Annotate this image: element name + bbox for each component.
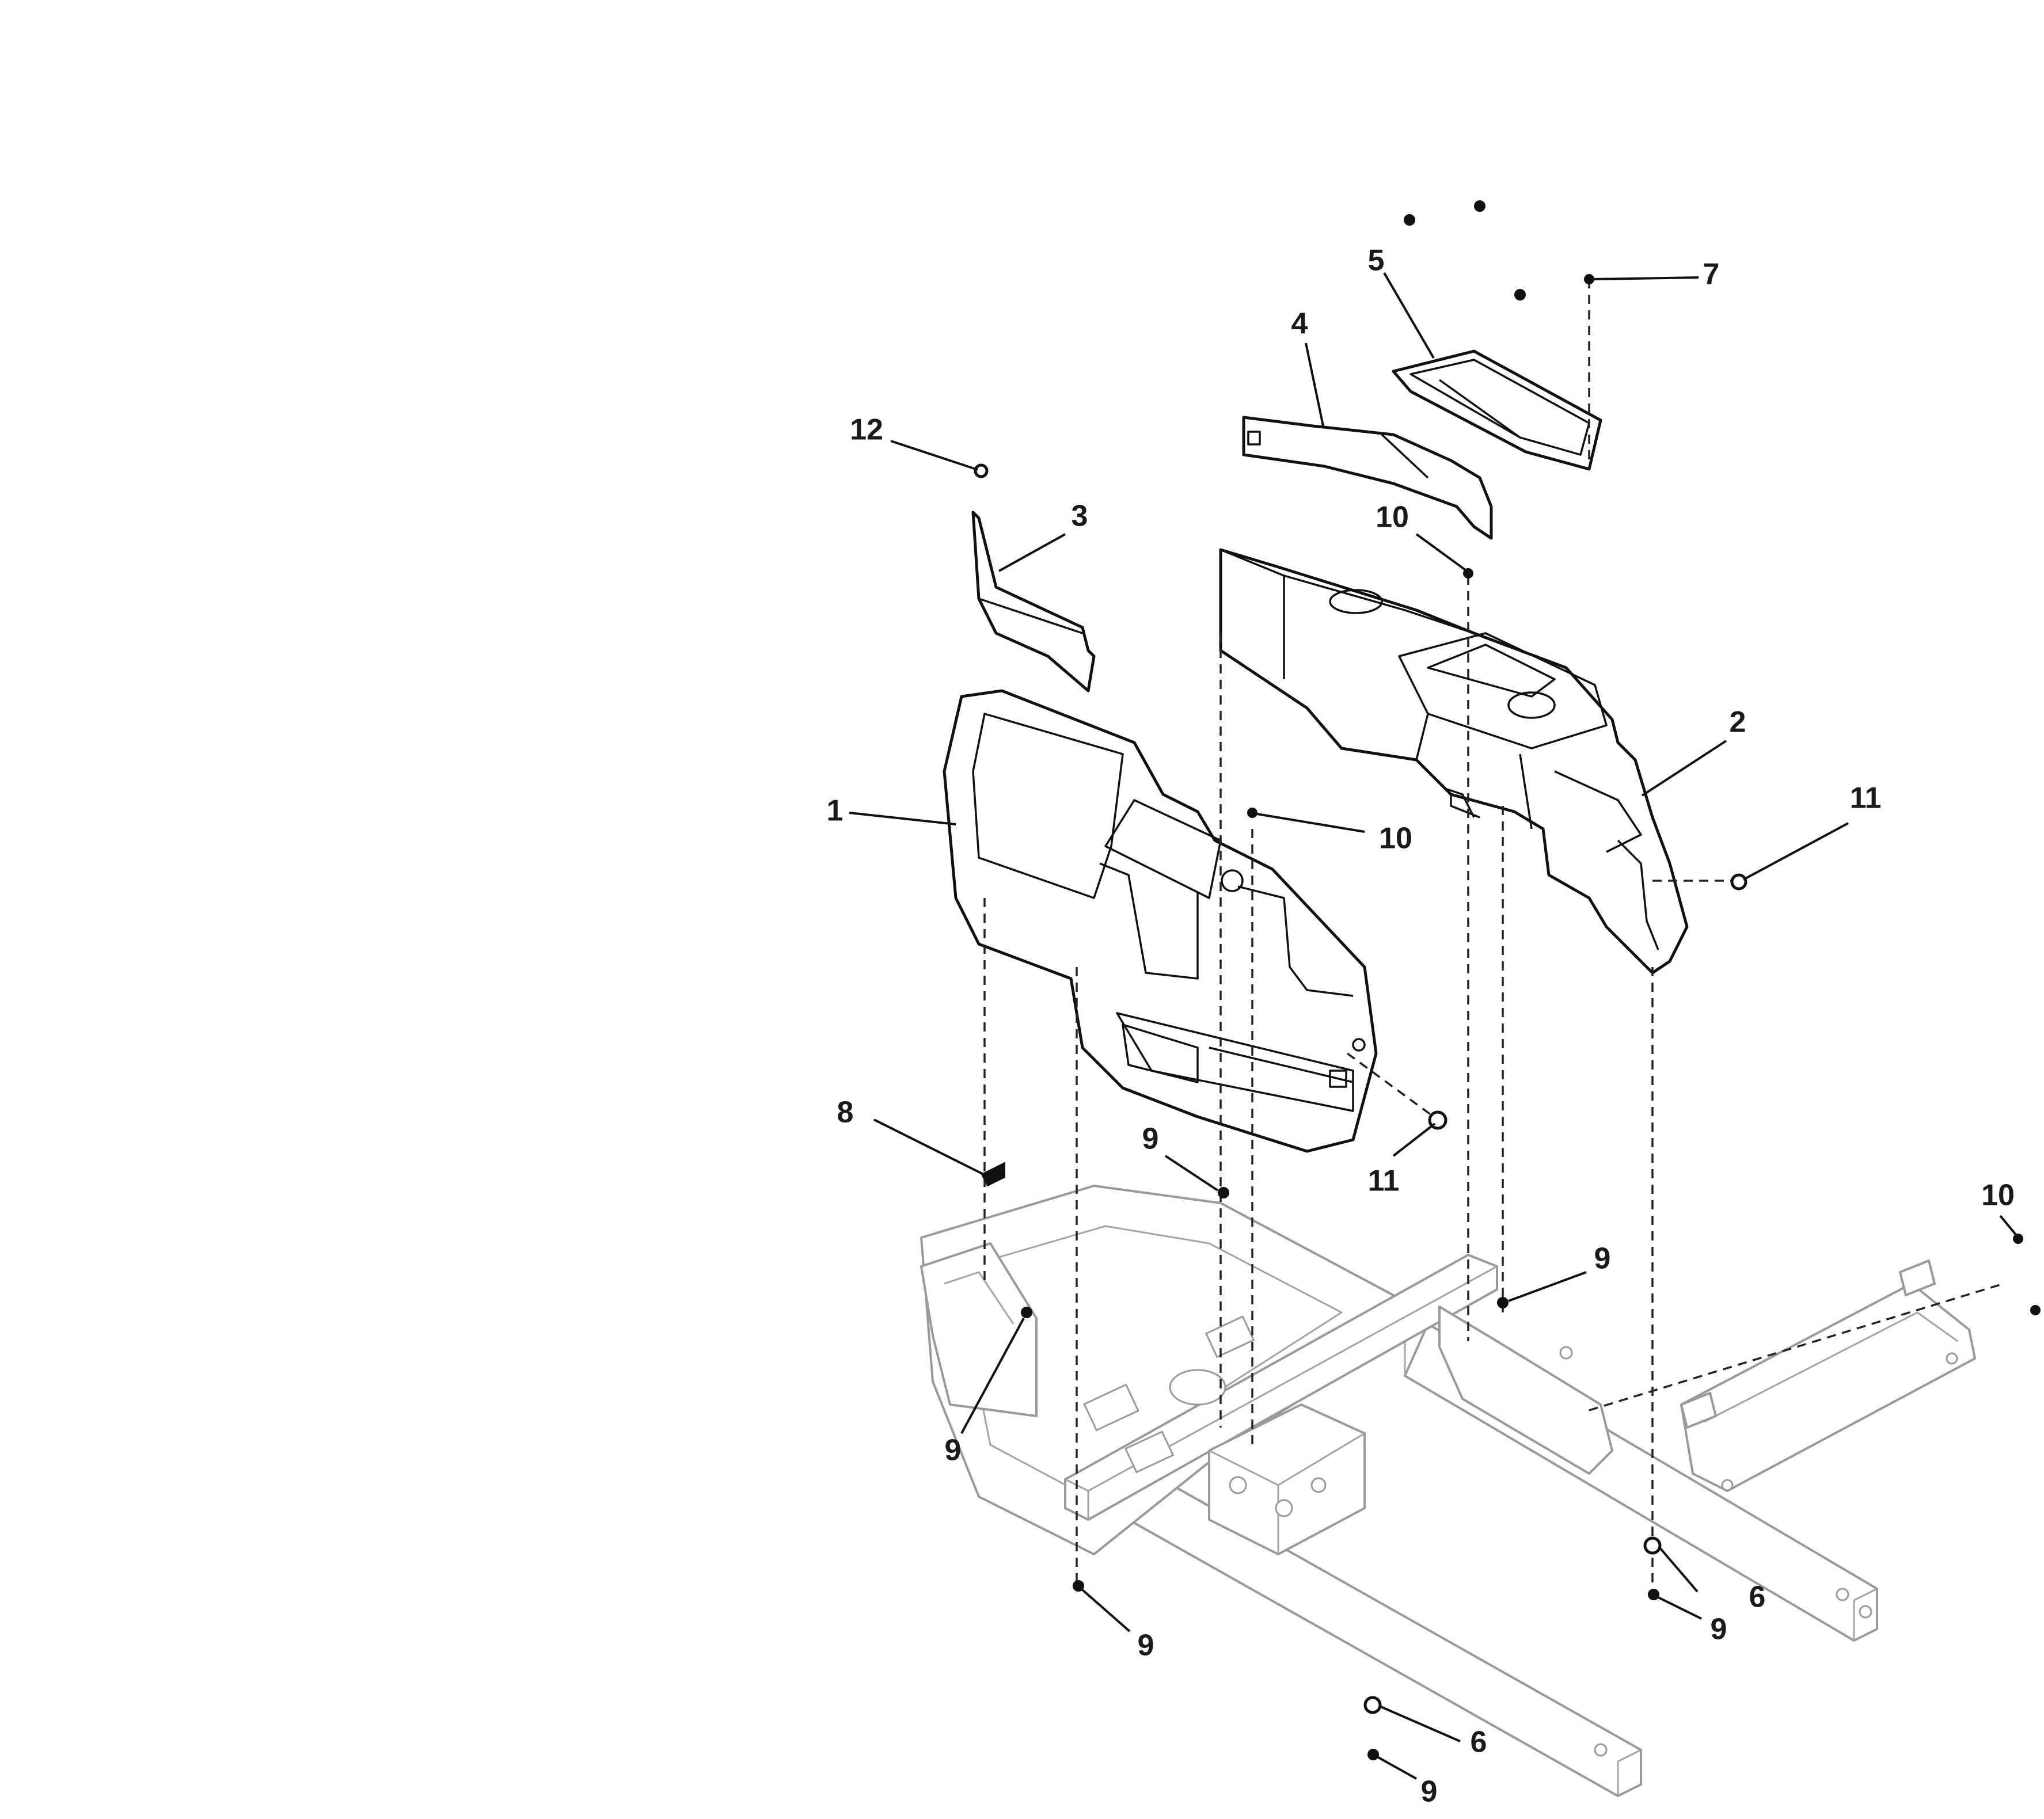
fasteners	[974, 200, 2041, 1760]
callout-9d: 9	[1138, 1629, 1154, 1662]
alignment-lines	[983, 279, 2004, 1589]
screw-12	[974, 463, 989, 478]
callout-7: 7	[1703, 258, 1720, 291]
callout-11a: 11	[1850, 782, 1882, 815]
callout-6a: 6	[1749, 1581, 1766, 1614]
callout-9e: 9	[1711, 1613, 1727, 1646]
callout-9c: 9	[1594, 1242, 1611, 1276]
washer-6b	[1363, 1696, 1382, 1714]
callout-11b: 11	[1368, 1165, 1400, 1198]
leader-lines	[849, 272, 2018, 1780]
callout-12: 12	[850, 413, 883, 447]
callout-10c: 10	[1981, 1179, 2015, 1212]
screw-9d	[1073, 1580, 1084, 1592]
part-3-panel	[971, 511, 1096, 692]
screw-10a	[1463, 568, 1473, 579]
callout-9b: 9	[945, 1434, 962, 1467]
bushing-11a	[1730, 873, 1747, 891]
callout-labels: 1 2 3 4 5 6 6 7 8 9 9 9 9 9 9 10 10 10 1…	[827, 244, 2015, 1809]
part-4-panel	[1242, 416, 1493, 540]
chassis-frame	[920, 1185, 1976, 1797]
callout-5: 5	[1368, 244, 1385, 277]
screw-9f	[1367, 1749, 1379, 1760]
callout-10b: 10	[1379, 822, 1412, 855]
screw-top-3	[1514, 289, 1526, 300]
part-1-left-console	[943, 689, 1378, 1153]
screw-9c	[1497, 1297, 1509, 1308]
screw-10b	[1247, 808, 1257, 818]
callout-4: 4	[1291, 307, 1308, 341]
washer-6a	[1643, 1536, 1662, 1555]
callout-6b: 6	[1471, 1726, 1487, 1759]
callout-9f: 9	[1421, 1775, 1438, 1809]
callout-10a: 10	[1376, 501, 1409, 534]
screw-9a	[1218, 1187, 1229, 1198]
screw-top-2	[1474, 200, 1485, 212]
screw-9e	[1648, 1589, 1659, 1600]
callout-1: 1	[827, 794, 844, 828]
callout-2: 2	[1730, 706, 1746, 739]
callout-9a: 9	[1142, 1122, 1159, 1156]
clip-8	[981, 1162, 1005, 1187]
screw-9b	[1021, 1307, 1032, 1318]
screw-10c	[2013, 1234, 2023, 1244]
screw-top-1	[1404, 214, 1415, 226]
part-2-right-console	[1219, 548, 1689, 975]
callout-8: 8	[837, 1096, 854, 1129]
screw-7	[1584, 274, 1594, 284]
callout-3: 3	[1072, 500, 1088, 533]
screw-10c-extra	[2030, 1305, 2041, 1315]
